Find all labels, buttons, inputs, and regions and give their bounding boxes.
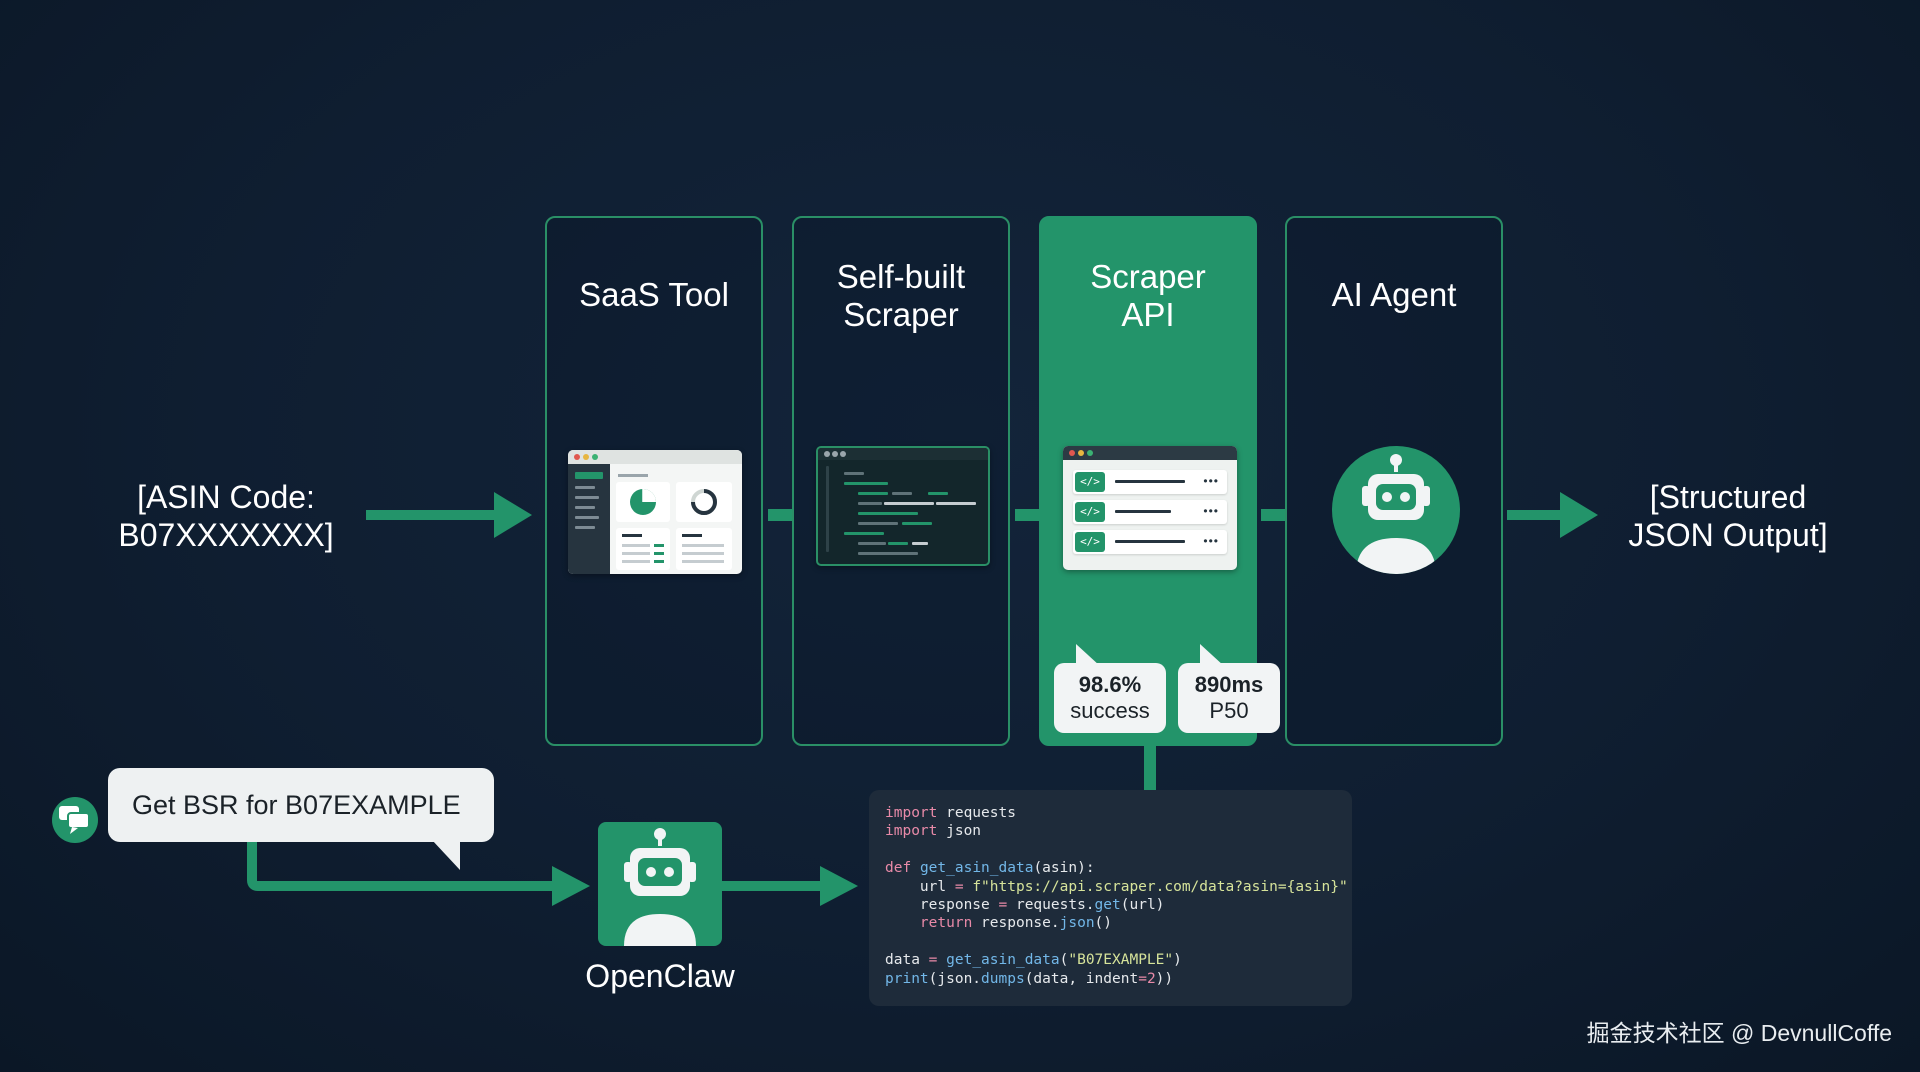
code-line: import json	[885, 823, 982, 840]
column-title: Self-built Scraper	[836, 258, 966, 333]
agent-to-code-arrow	[720, 866, 858, 906]
output-arrow	[1507, 492, 1598, 538]
metric-label: P50	[1209, 698, 1249, 723]
metric-success-rate: 98.6% success	[1054, 663, 1166, 733]
watermark: 掘金技术社区 @ DevnullCoffe	[1586, 1020, 1892, 1046]
api-endpoint-row: </> •••	[1073, 500, 1227, 524]
column-title: AI Agent	[1331, 276, 1457, 313]
code-line: import requests	[885, 805, 1016, 821]
metric-value: 98.6%	[1078, 672, 1142, 697]
agent-name: OpenClaw	[585, 958, 735, 994]
api-window-icon: </> ••• </> ••• </> •••	[1063, 446, 1237, 570]
python-code-block: import requests import json def get_asin_…	[869, 790, 1352, 1006]
code-tag-icon: </>	[1075, 502, 1105, 522]
user-chat-message: Get BSR for B07EXAMPLE	[108, 768, 494, 842]
api-code-connector	[1144, 744, 1156, 792]
code-line	[885, 933, 1336, 951]
output-label: [Structured JSON Output]	[1628, 479, 1828, 553]
input-label: [ASIN Code: B07XXXXXXX]	[118, 479, 334, 553]
more-icon: •••	[1203, 474, 1219, 488]
connector-1-2	[768, 509, 794, 521]
code-line: response = requests.get(url)	[885, 897, 1165, 914]
dashboard-window-icon	[568, 450, 742, 574]
chat-to-agent-arrow	[247, 842, 590, 906]
input-arrow	[366, 492, 532, 538]
connector-3-4	[1261, 509, 1287, 521]
code-tag-icon: </>	[1075, 472, 1105, 492]
column-self-built-scraper: Self-built Scraper	[792, 216, 1010, 746]
code-tag-icon: </>	[1075, 532, 1105, 552]
code-line: print(json.dumps(data, indent=2))	[885, 970, 1174, 987]
code-editor-icon	[816, 446, 990, 566]
code-line	[885, 841, 1336, 859]
code-line: data = get_asin_data("B07EXAMPLE")	[885, 952, 1182, 969]
more-icon: •••	[1203, 534, 1219, 548]
code-line: url = f"https://api.scraper.com/data?asi…	[885, 878, 1348, 895]
chat-icon	[52, 797, 98, 843]
code-line: def get_asin_data(asin):	[885, 860, 1095, 877]
connector-2-3	[1015, 509, 1041, 521]
metric-latency: 890ms P50	[1178, 663, 1280, 733]
more-icon: •••	[1203, 504, 1219, 518]
openclaw-robot-icon	[598, 822, 722, 946]
column-title: Scraper API	[1090, 258, 1206, 333]
robot-icon	[1332, 446, 1460, 574]
column-ai-agent: AI Agent	[1285, 216, 1503, 746]
column-title: SaaS Tool	[579, 276, 729, 313]
api-endpoint-row: </> •••	[1073, 530, 1227, 554]
api-endpoint-row: </> •••	[1073, 470, 1227, 494]
column-saas-tool: SaaS Tool	[545, 216, 763, 746]
metric-label: success	[1070, 698, 1150, 723]
metric-value: 890ms	[1194, 672, 1264, 697]
code-line: return response.json()	[919, 915, 1113, 932]
